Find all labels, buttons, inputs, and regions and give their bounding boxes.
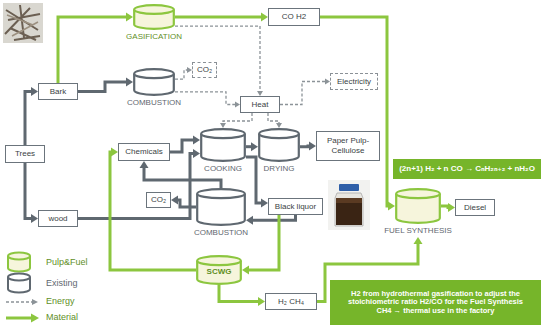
black-liquor-photo bbox=[328, 180, 370, 230]
node-text: CO₂ bbox=[151, 195, 166, 205]
scwg-tank: SCWG bbox=[196, 255, 242, 285]
node-text: H₂ CH₄ bbox=[278, 297, 304, 307]
node-label: SCWG bbox=[207, 267, 232, 277]
legend-energy-icon bbox=[6, 299, 38, 305]
banner-text: (2n+1) H₂ + n CO → CₙH₂ₙ₊₂ + nH₂O bbox=[399, 164, 535, 173]
product-box: H₂ CH₄ bbox=[265, 293, 317, 310]
existing-flow-arrow bbox=[78, 78, 133, 92]
legend-label: Energy bbox=[46, 296, 75, 307]
existing-flow-arrow bbox=[300, 142, 316, 151]
legend-label: Existing bbox=[46, 278, 78, 289]
existing-flow-arrow bbox=[171, 196, 196, 208]
cylinder-shape bbox=[258, 128, 300, 162]
product-box: Diesel bbox=[455, 199, 495, 216]
material-arrow bbox=[175, 13, 268, 22]
node-text: Black liquor bbox=[275, 202, 316, 212]
emission-box: CO₂ bbox=[192, 62, 217, 78]
node-text: Diesel bbox=[464, 203, 486, 213]
node-text: CO H2 bbox=[282, 12, 306, 22]
material-arrow bbox=[58, 13, 133, 84]
node-text: CO₂ bbox=[197, 65, 212, 75]
node-text: Heat bbox=[252, 100, 269, 110]
node-text: Trees bbox=[15, 149, 35, 159]
existing-flow-arrow bbox=[246, 142, 258, 151]
node-label: COMBUSTION bbox=[194, 228, 248, 238]
node-label: COMBUSTION bbox=[127, 98, 181, 108]
banner-text: CH4 → thermal use in the factory bbox=[377, 307, 495, 316]
energy-arrow bbox=[175, 67, 192, 79]
energy-arrow bbox=[280, 79, 330, 105]
material-arrow bbox=[110, 148, 196, 271]
combustion-tank: COMBUSTION bbox=[133, 68, 175, 109]
material-arrow bbox=[441, 203, 455, 212]
node-text: Chemicals bbox=[125, 147, 162, 157]
node-text: wood bbox=[48, 214, 67, 224]
energy-box: Heat bbox=[240, 96, 280, 113]
material-box: Bark bbox=[38, 83, 78, 100]
existing-flow-arrow bbox=[25, 163, 38, 223]
product-box: CO H2 bbox=[268, 8, 320, 26]
node-text: Bark bbox=[50, 87, 66, 97]
cylinder-shape bbox=[200, 128, 246, 162]
energy-output-box: Electricity bbox=[330, 73, 378, 90]
material-box: wood bbox=[38, 210, 78, 227]
legend-label: Pulp&Fuel bbox=[46, 257, 88, 268]
cylinder-shape bbox=[196, 188, 246, 226]
bark-photo bbox=[3, 3, 43, 43]
material-box: Trees bbox=[5, 145, 45, 163]
legend-pulpfuel-icon bbox=[8, 253, 30, 272]
legend-existing-icon bbox=[8, 274, 30, 293]
energy-arrow bbox=[220, 113, 252, 128]
material-arrow bbox=[242, 215, 279, 275]
combustion-tank: COMBUSTION bbox=[196, 188, 246, 239]
legend-material-icon bbox=[6, 314, 39, 323]
material-arrow bbox=[320, 17, 395, 211]
material-box: Black liquor bbox=[268, 198, 323, 215]
node-text: Paper Pulp-Cellulose bbox=[320, 136, 376, 155]
cylinder-shape bbox=[133, 68, 175, 96]
note-box: H2 from hydrothermal gasification to adj… bbox=[330, 280, 541, 325]
cylinder-shape bbox=[133, 4, 175, 30]
existing-flow-arrow bbox=[170, 135, 200, 152]
product-box: Paper Pulp-Cellulose bbox=[316, 131, 380, 161]
emission-box: CO₂ bbox=[146, 192, 171, 208]
node-label: FUEL SYNTHESIS bbox=[384, 226, 452, 236]
energy-arrow bbox=[175, 92, 240, 108]
cylinder-shape bbox=[395, 188, 441, 224]
material-box: Chemicals bbox=[118, 143, 170, 161]
banner-text: H2 from hydrothermal gasification to adj… bbox=[334, 290, 537, 307]
node-text: Electricity bbox=[337, 77, 371, 87]
energy-arrow bbox=[175, 26, 263, 96]
legend-label: Material bbox=[46, 312, 78, 323]
gasification-tank: GASIFICATION bbox=[133, 4, 175, 43]
existing-flow-arrow bbox=[25, 87, 38, 145]
node-label: DRYING bbox=[264, 164, 295, 174]
cooking-tank: COOKING bbox=[200, 128, 246, 175]
existing-flow-arrow bbox=[246, 215, 296, 225]
equation-banner: (2n+1) H₂ + n CO → CₙH₂ₙ₊₂ + nH₂O bbox=[393, 159, 541, 179]
energy-arrow bbox=[268, 113, 282, 128]
drying-tank: DRYING bbox=[258, 128, 300, 175]
fuel-synthesis-tank: FUEL SYNTHESIS bbox=[395, 188, 441, 237]
node-label: COOKING bbox=[204, 164, 242, 174]
material-arrow bbox=[219, 285, 265, 306]
node-label: GASIFICATION bbox=[126, 32, 182, 42]
